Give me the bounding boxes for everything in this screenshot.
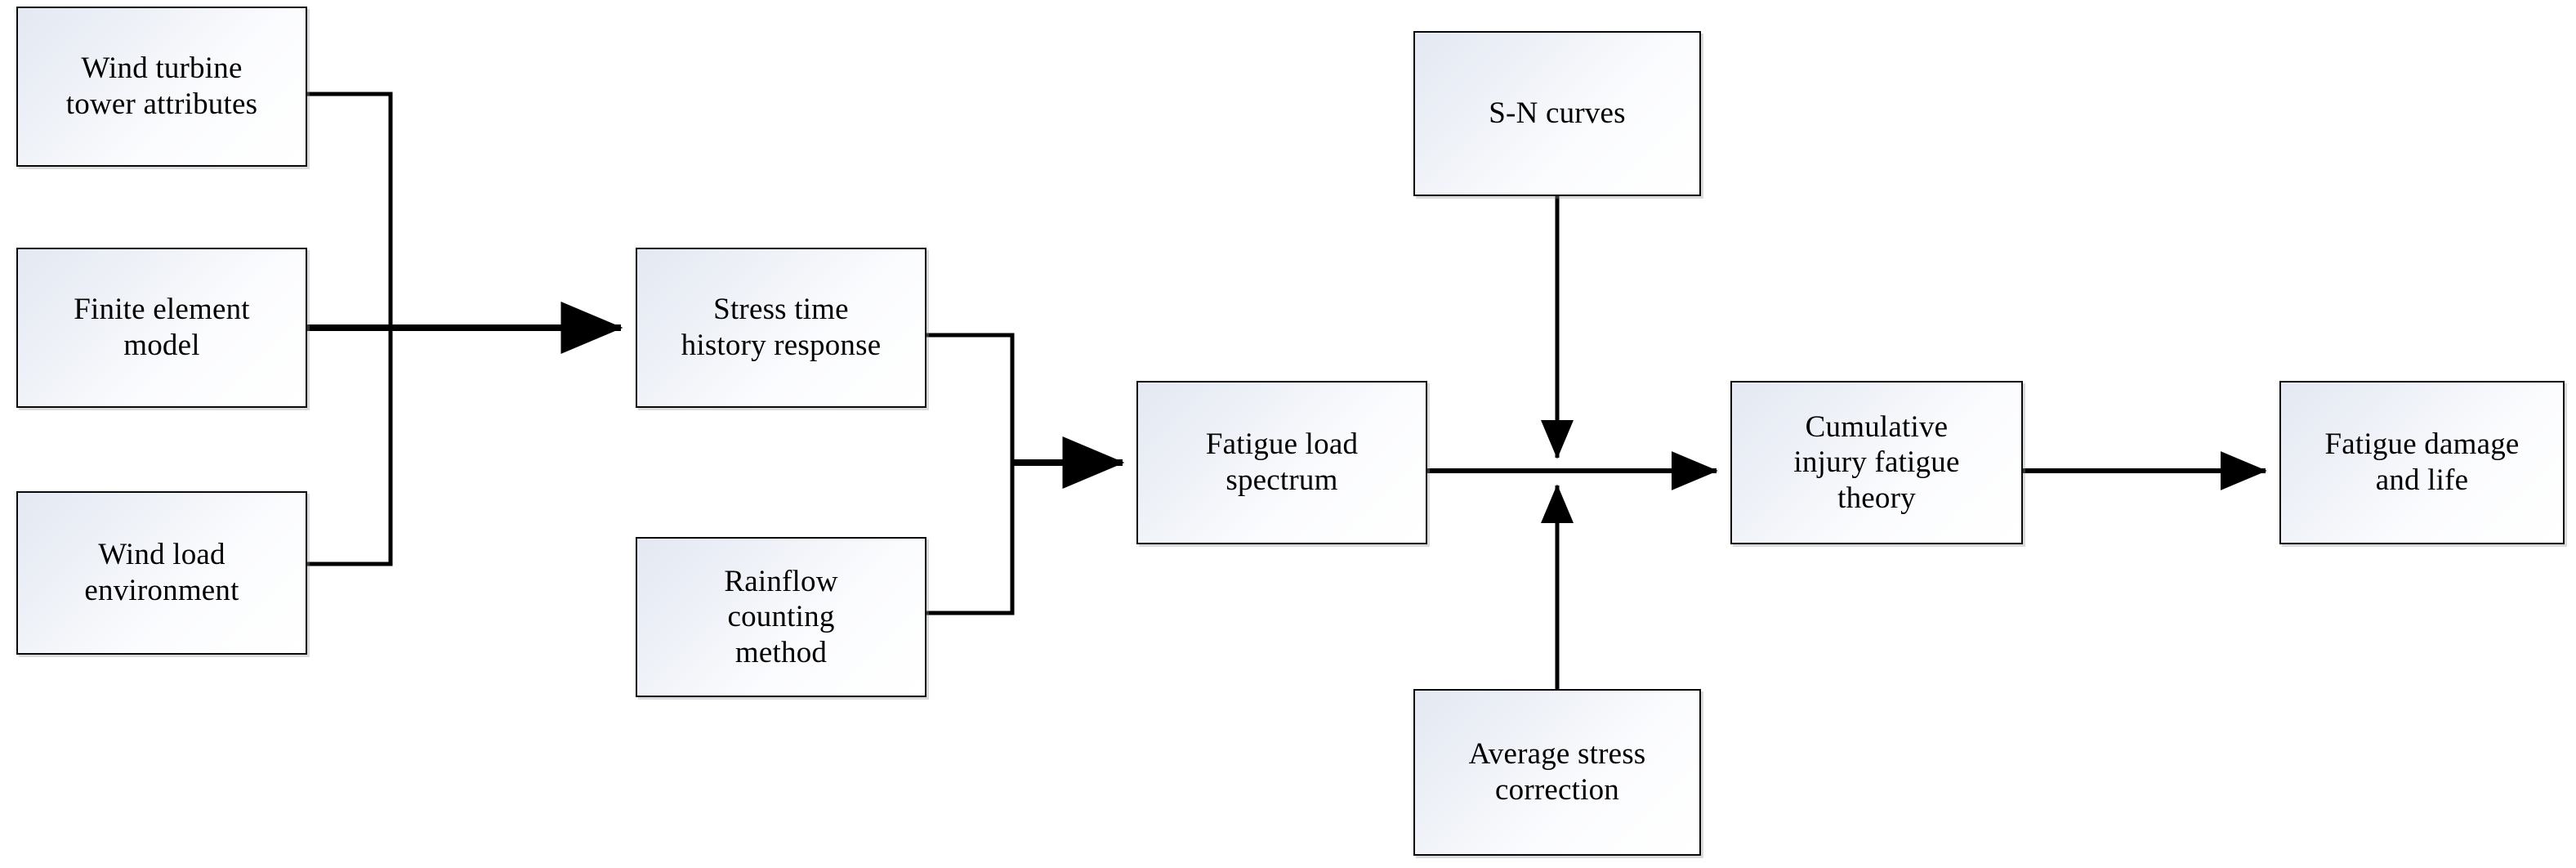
- node-s-n-curves[interactable]: S-N curves: [1413, 31, 1701, 196]
- connector-stress-to-spectrum: [926, 333, 1015, 463]
- node-fatigue-damage-and-life[interactable]: Fatigue damage and life: [2279, 381, 2565, 544]
- node-cumulative-injury-fatigue-theory[interactable]: Cumulative injury fatigue theory: [1730, 381, 2023, 544]
- node-wind-load-environment[interactable]: Wind load environment: [16, 491, 307, 655]
- connector-wind-load-to-stress: [307, 328, 393, 566]
- node-wind-turbine-tower-attributes[interactable]: Wind turbine tower attributes: [16, 7, 307, 167]
- node-stress-time-history-response[interactable]: Stress time history response: [636, 248, 926, 408]
- node-fatigue-load-spectrum[interactable]: Fatigue load spectrum: [1136, 381, 1427, 544]
- connector-attributes-to-stress: [307, 92, 393, 328]
- node-finite-element-model[interactable]: Finite element model: [16, 248, 307, 408]
- node-rainflow-counting-method[interactable]: Rainflow counting method: [636, 537, 926, 697]
- node-average-stress-correction[interactable]: Average stress correction: [1413, 689, 1701, 856]
- connector-rainflow-to-spectrum: [926, 463, 1015, 615]
